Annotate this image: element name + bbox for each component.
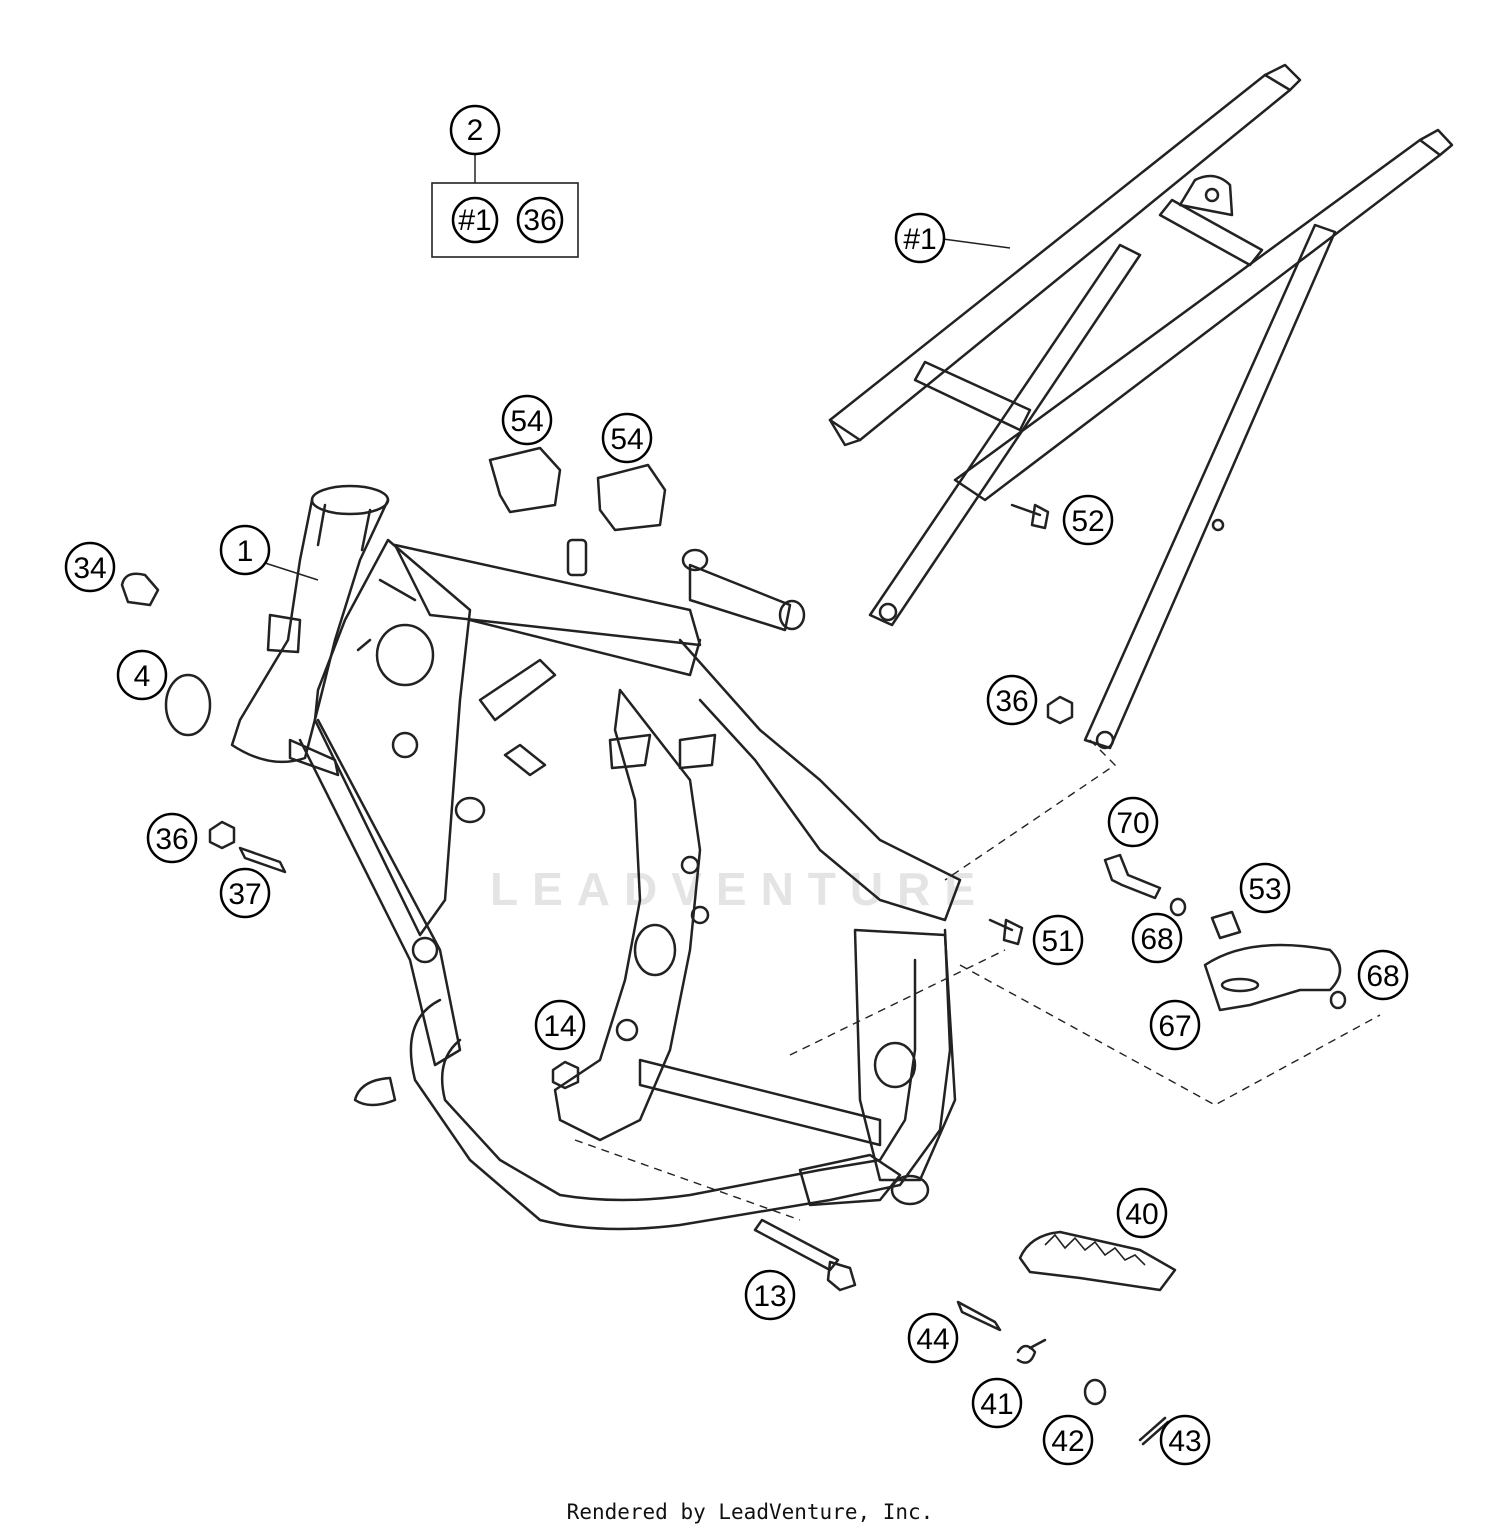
callout-label: 67 xyxy=(1158,1010,1191,1043)
small-parts xyxy=(120,446,1347,1446)
callout-circle xyxy=(219,524,271,576)
callout-circle xyxy=(1032,914,1084,966)
callout-label: 43 xyxy=(1168,1425,1201,1458)
callout-67: 67 xyxy=(1149,999,1201,1051)
callout-36a: 36 xyxy=(986,674,1038,726)
callout-label: 51 xyxy=(1041,925,1074,958)
callout-51: 51 xyxy=(1032,914,1084,966)
kit-box xyxy=(431,182,579,258)
callout-circle xyxy=(219,867,271,919)
callout-4: 4 xyxy=(116,649,168,701)
callout-circle xyxy=(971,1377,1023,1429)
callout-circle xyxy=(907,1312,959,1364)
callout-label: 37 xyxy=(228,878,261,911)
callout-circle xyxy=(146,812,198,864)
callout-42: 42 xyxy=(1042,1414,1094,1466)
callout-53: 53 xyxy=(1239,862,1291,914)
callout-label: 42 xyxy=(1051,1425,1084,1458)
callout-circle xyxy=(534,999,586,1051)
callout-circle xyxy=(1042,1414,1094,1466)
callout-label: 1 xyxy=(237,535,254,568)
callout-layer: 1 #1 4 13 14 34 36 36 37 40 41 42 43 44 51 52 53 54 54 67 68… xyxy=(64,104,1409,1466)
callout-circle xyxy=(986,674,1038,726)
callout-label: 70 xyxy=(1116,807,1149,840)
footer-credit: Rendered by LeadVenture, Inc. xyxy=(566,1500,934,1524)
callout-37: 37 xyxy=(219,867,271,919)
callout-label: #1 xyxy=(903,223,936,256)
callout-label: 52 xyxy=(1071,505,1104,538)
callout-label: 54 xyxy=(510,405,543,438)
callout-circle xyxy=(501,394,553,446)
callout-68b: 68 xyxy=(1357,949,1409,1001)
callout-label: 53 xyxy=(1248,873,1281,906)
callout-circle xyxy=(1149,999,1201,1051)
callout-1: 1 xyxy=(219,524,271,576)
callout-leaders xyxy=(264,155,1011,581)
callout-43: 43 xyxy=(1159,1414,1211,1466)
callout-circle xyxy=(894,212,946,264)
callout-label: 54 xyxy=(610,423,643,456)
callout-label: 36 xyxy=(523,204,556,237)
callout-circle xyxy=(116,649,168,701)
callout-circle xyxy=(1357,949,1409,1001)
callout-label: 41 xyxy=(980,1388,1013,1421)
callout-circle xyxy=(1116,1187,1168,1239)
callout-circle xyxy=(516,196,564,244)
callout-label: 14 xyxy=(543,1010,576,1043)
callout-circle xyxy=(1131,912,1183,964)
callout-70: 70 xyxy=(1107,796,1159,848)
callout-label: 68 xyxy=(1140,923,1173,956)
watermark-text: LEADVENTURE xyxy=(490,863,989,915)
callout-circle xyxy=(451,196,499,244)
kit-item-36: 36 xyxy=(516,196,564,244)
callout-40: 40 xyxy=(1116,1187,1168,1239)
callout-circle xyxy=(1159,1414,1211,1466)
callout-label: 44 xyxy=(916,1323,949,1356)
callout-circle xyxy=(1107,796,1159,848)
kit-item-subframe: #1 xyxy=(451,196,499,244)
callout-circle xyxy=(64,541,116,593)
callout-label: 36 xyxy=(155,823,188,856)
callout-label: 2 xyxy=(467,114,484,147)
callout-circle xyxy=(1239,862,1291,914)
callout-label: 40 xyxy=(1125,1198,1158,1231)
callout-68a: 68 xyxy=(1131,912,1183,964)
callout-34: 34 xyxy=(64,541,116,593)
callout-13: 13 xyxy=(744,1269,796,1321)
callout-54a: 54 xyxy=(501,394,553,446)
callout-36b: 36 xyxy=(146,812,198,864)
callout-circle xyxy=(1062,494,1114,546)
callout-label: 34 xyxy=(73,552,106,585)
callout-label: 4 xyxy=(134,660,151,693)
main-frame xyxy=(230,484,962,1231)
callout-44: 44 xyxy=(907,1312,959,1364)
subframe xyxy=(828,63,1454,750)
callout-label: #1 xyxy=(458,204,491,237)
callout-circle xyxy=(449,104,501,156)
callout-2: 2 xyxy=(449,104,501,156)
callout-circle xyxy=(744,1269,796,1321)
callout-label: 13 xyxy=(753,1280,786,1313)
dashed-leaders xyxy=(574,739,1381,1221)
callout-circle xyxy=(601,412,653,464)
callout-label: 36 xyxy=(995,685,1028,718)
callout-52: 52 xyxy=(1062,494,1114,546)
callout-subframe: #1 xyxy=(894,212,946,264)
callout-41: 41 xyxy=(971,1377,1023,1429)
callout-label: 68 xyxy=(1366,960,1399,993)
callout-14: 14 xyxy=(534,999,586,1051)
callout-54b: 54 xyxy=(601,412,653,464)
